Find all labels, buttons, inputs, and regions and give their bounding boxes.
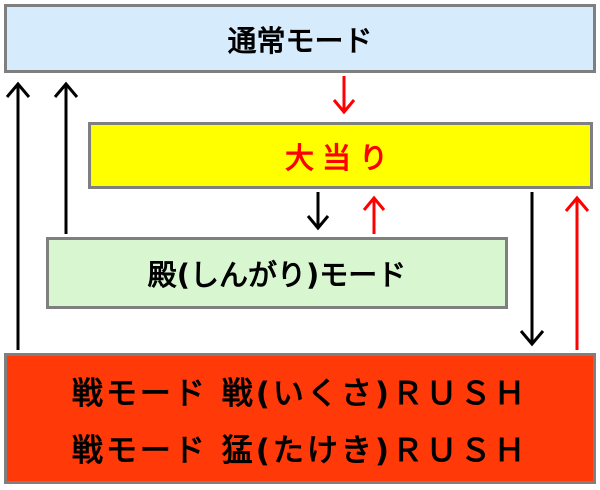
- arrow-shingari-to-jackpot: [362, 195, 386, 234]
- normal-mode-label: 通常モード: [227, 23, 373, 58]
- arrow-shingari-to-normal: [53, 81, 79, 234]
- arrow-jackpot-to-rush: [519, 192, 545, 347]
- rush-mode-label-1: 戦モード 戦(いくさ)ＲＵＳＨ: [71, 375, 529, 412]
- rush-mode-label-2: 戦モード 猛(たけき)ＲＵＳＨ: [71, 432, 529, 469]
- arrow-rush-to-jackpot: [564, 195, 590, 350]
- rush-mode-box: 戦モード 戦(いくさ)ＲＵＳＨ 戦モード 猛(たけき)ＲＵＳＨ: [4, 353, 596, 484]
- jackpot-box: 大当り: [88, 122, 593, 189]
- arrow-normal-to-jackpot: [332, 76, 356, 115]
- normal-mode-box: 通常モード: [4, 4, 596, 73]
- arrow-jackpot-to-shingari: [306, 192, 330, 231]
- shingari-mode-box: 殿(しんがり)モード: [46, 237, 508, 309]
- shingari-mode-label: 殿(しんがり)モード: [147, 258, 407, 292]
- arrow-rush-to-normal: [5, 81, 31, 350]
- jackpot-label: 大当り: [284, 140, 396, 175]
